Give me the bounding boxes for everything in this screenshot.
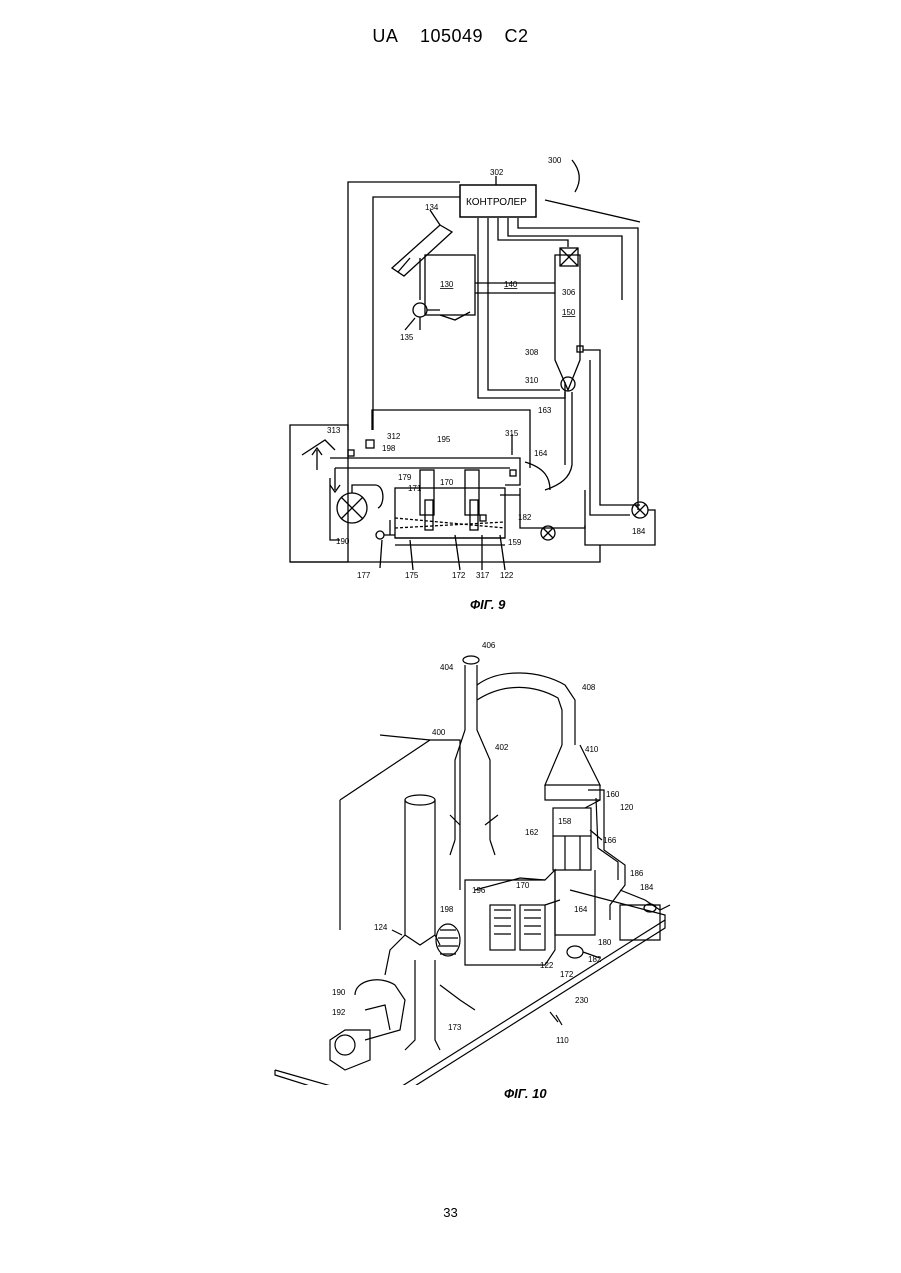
fig10-label-230: 230 <box>575 996 589 1005</box>
fig9-label-195: 195 <box>437 435 451 444</box>
figure-10-diagram: 406 404 408 400 402 410 160 120 158 162 … <box>270 635 690 1085</box>
fig9-label-198: 198 <box>382 444 396 453</box>
fig9-label-306: 306 <box>562 288 576 297</box>
fig10-label-172: 172 <box>560 970 574 979</box>
fig9-label-164: 164 <box>534 449 548 458</box>
fig10-label-190: 190 <box>332 988 346 997</box>
fig9-label-150: 150 <box>562 308 576 317</box>
fig10-label-162: 162 <box>525 828 539 837</box>
fig10-label-158: 158 <box>558 817 572 826</box>
fig10-label-124: 124 <box>374 923 388 932</box>
fig10-label-410: 410 <box>585 745 599 754</box>
fig9-label-172: 172 <box>452 571 466 580</box>
fig10-label-400: 400 <box>432 728 446 737</box>
fig10-label-182: 182 <box>588 955 602 964</box>
fig10-label-406: 406 <box>482 641 496 650</box>
fig9-label-315: 315 <box>505 429 519 438</box>
fig9-label-135: 135 <box>400 333 414 342</box>
fig10-label-170: 170 <box>516 881 530 890</box>
fig10-label-404: 404 <box>440 663 454 672</box>
fig9-label-179: 179 <box>398 473 412 482</box>
fig10-label-408: 408 <box>582 683 596 692</box>
fig9-label-171: 171 <box>408 484 422 493</box>
fig9-label-159: 159 <box>508 538 522 547</box>
fig10-label-120: 120 <box>620 803 634 812</box>
fig10-label-164: 164 <box>574 905 588 914</box>
fig9-label-175: 175 <box>405 571 419 580</box>
fig10-label-160: 160 <box>606 790 620 799</box>
fig10-label-196: 196 <box>472 886 486 895</box>
fig10-label-110: 110 <box>556 1036 569 1045</box>
fig10-label-184: 184 <box>640 883 654 892</box>
fig9-label-302: 302 <box>490 168 504 177</box>
fig9-label-170: 170 <box>440 478 454 487</box>
fig9-label-312: 312 <box>387 432 401 441</box>
fig9-label-134: 134 <box>425 203 439 212</box>
page-number: 33 <box>0 1205 901 1220</box>
fig10-label-198: 198 <box>440 905 454 914</box>
fig9-label-190: 190 <box>336 537 350 546</box>
fig10-label-166: 166 <box>603 836 617 845</box>
fig9-label-130: 130 <box>440 280 454 289</box>
fig9-label-163: 163 <box>538 406 552 415</box>
fig10-label-186: 186 <box>630 869 644 878</box>
country-code: UA <box>372 26 398 46</box>
fig9-label-140: 140 <box>504 280 518 289</box>
fig9-label-122: 122 <box>500 571 514 580</box>
kind-code: C2 <box>505 26 529 46</box>
fig9-label-177: 177 <box>357 571 371 580</box>
figure-10-caption: ФІГ. 10 <box>504 1086 547 1101</box>
fig9-controller-label: КОНТРОЛЕР <box>466 197 527 208</box>
figure-9-caption: ФІГ. 9 <box>470 597 505 612</box>
patent-number: 105049 <box>420 26 483 46</box>
fig9-label-182: 182 <box>518 513 532 522</box>
fig10-label-192: 192 <box>332 1008 346 1017</box>
fig10-label-180: 180 <box>598 938 612 947</box>
figure-9-diagram: 300 302 КОНТРОЛЕР 134 130 140 306 150 13… <box>280 150 660 590</box>
fig10-label-402: 402 <box>495 743 509 752</box>
fig10-label-122: 122 <box>540 961 554 970</box>
patent-header: UA 105049 C2 <box>0 26 901 47</box>
fig9-label-317: 317 <box>476 571 490 580</box>
fig9-label-310: 310 <box>525 376 539 385</box>
fig10-label-173: 173 <box>448 1023 462 1032</box>
fig9-label-308: 308 <box>525 348 539 357</box>
fig9-label-300: 300 <box>548 156 562 165</box>
fig9-label-184: 184 <box>632 527 646 536</box>
fig9-label-313: 313 <box>327 426 341 435</box>
